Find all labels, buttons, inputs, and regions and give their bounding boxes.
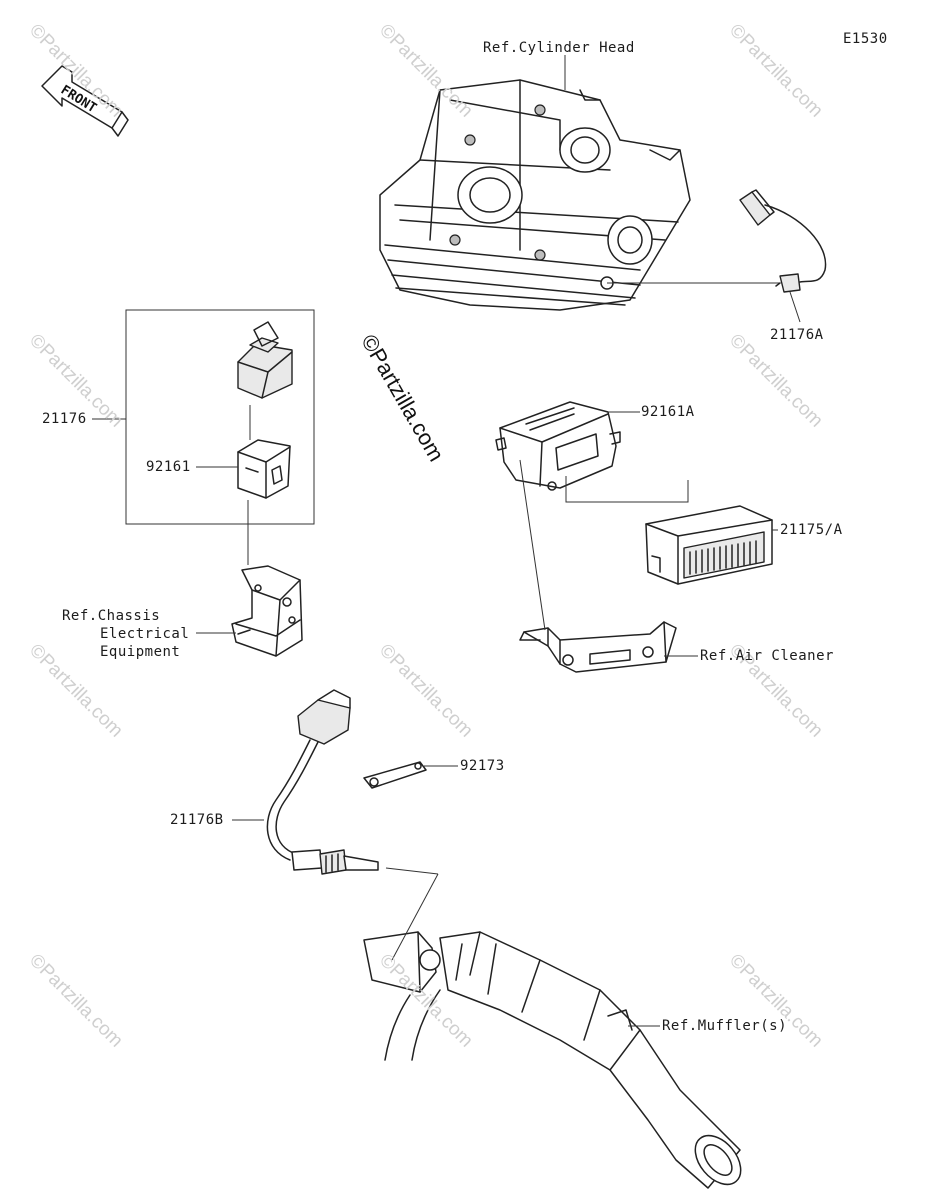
label-part-92161A: 92161A (641, 404, 695, 420)
label-ref-chassis-line2: Electrical (100, 626, 190, 642)
muffler (363, 931, 742, 1189)
sensor-21176A (739, 189, 827, 293)
group-bracket (125, 309, 315, 525)
diagram-id: E1530 (843, 31, 888, 47)
ecu-21175A (645, 505, 773, 585)
label-part-92161: 92161 (146, 459, 191, 475)
cylinder-head (379, 79, 691, 311)
connector-21176 (237, 321, 293, 399)
label-ref-air-cleaner: Ref.Air Cleaner (700, 648, 834, 664)
label-part-21176B: 21176B (170, 812, 224, 828)
label-part-21176: 21176 (42, 411, 87, 427)
cover-92161A (495, 401, 621, 491)
label-ref-chassis-line3: Equipment (100, 644, 181, 660)
chassis-bracket (231, 565, 303, 657)
boot-92161 (237, 439, 291, 499)
label-part-21176A: 21176A (770, 327, 824, 343)
o2-sensor-21176B (266, 689, 379, 875)
label-part-21175A: 21175/A (780, 522, 843, 538)
label-ref-mufflers: Ref.Muffler(s) (662, 1018, 788, 1034)
clamp-92173 (363, 761, 427, 789)
label-ref-cylinder-head: Ref.Cylinder Head (483, 40, 635, 56)
label-ref-chassis-line1: Ref.Chassis (62, 608, 161, 624)
air-cleaner-bracket (519, 621, 677, 673)
label-part-92173: 92173 (460, 758, 505, 774)
